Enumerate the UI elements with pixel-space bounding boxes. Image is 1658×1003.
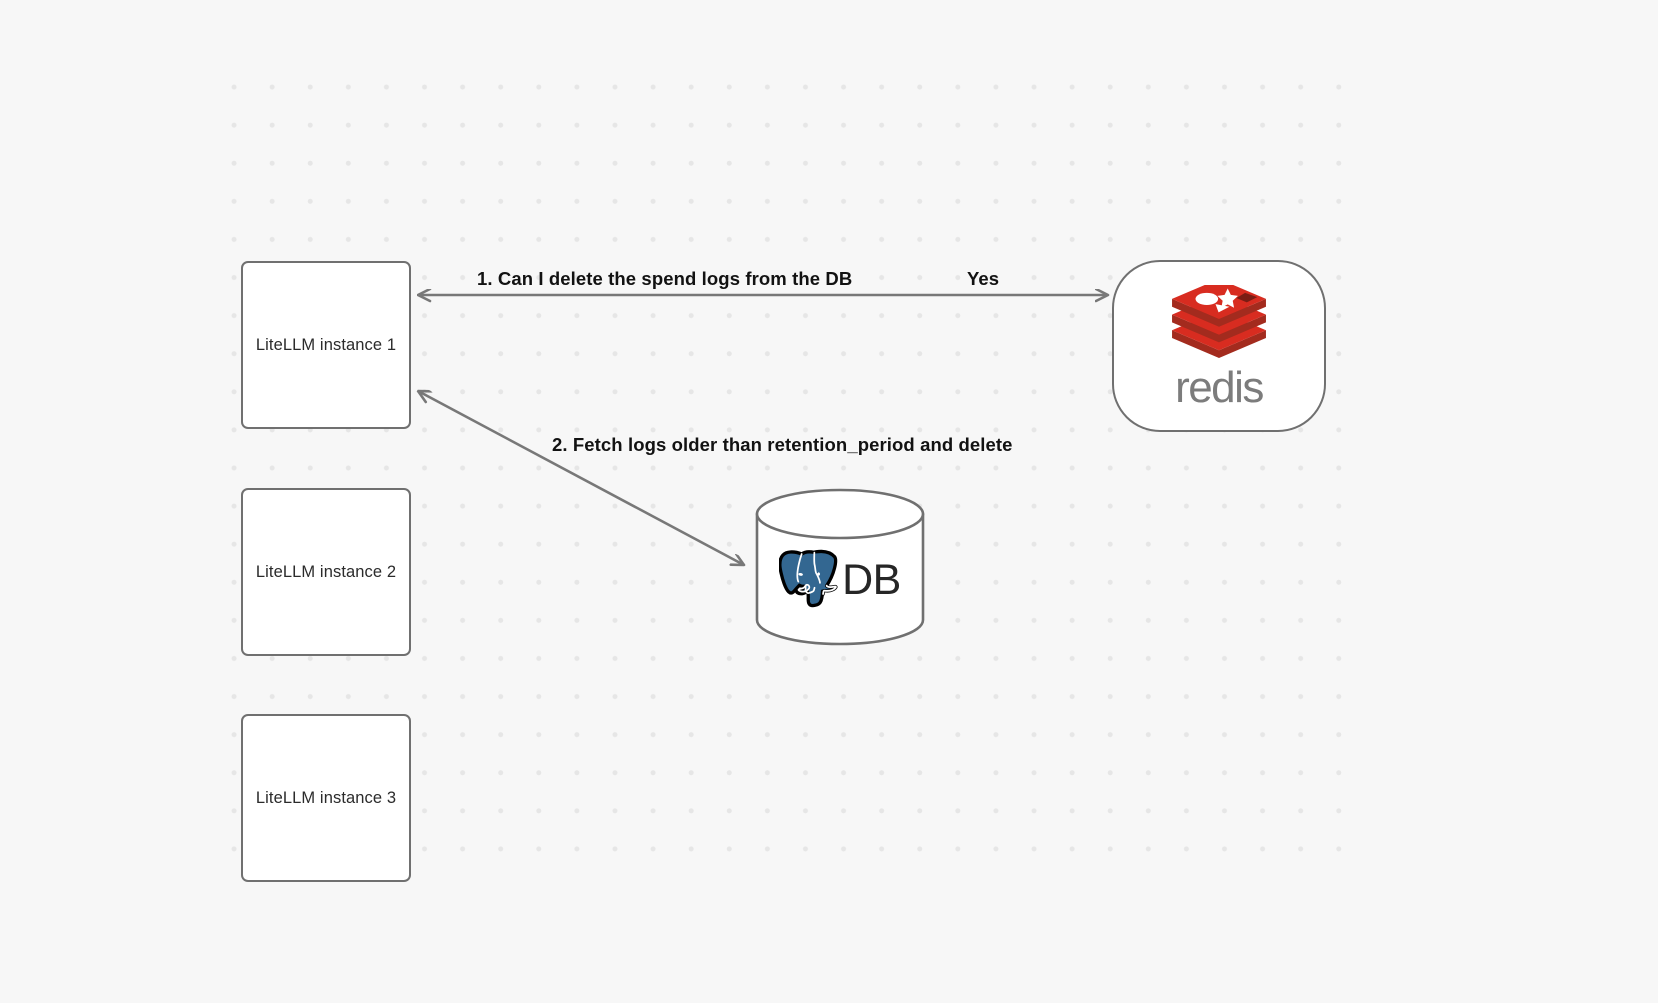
node-label: LiteLLM instance 3 — [255, 788, 397, 807]
edge-label-yes: Yes — [967, 268, 1000, 289]
node-litellm-instance-1[interactable]: LiteLLM instance 1 — [241, 261, 411, 429]
db-label: DB — [842, 555, 901, 604]
edge-label-1: 1. Can I delete the spend logs from the … — [477, 268, 853, 289]
postgresql-elephant-icon — [779, 549, 838, 608]
redis-logo-icon — [1172, 285, 1266, 359]
redis-wordmark: redis — [1175, 363, 1264, 413]
cylinder-shape — [755, 488, 925, 646]
node-redis[interactable]: redis — [1112, 260, 1326, 432]
node-postgres-db[interactable]: DB — [754, 487, 926, 647]
node-litellm-instance-2[interactable]: LiteLLM instance 2 — [241, 488, 411, 656]
node-label: LiteLLM instance 1 — [255, 335, 397, 354]
edge-label-2: 2. Fetch logs older than retention_perio… — [552, 434, 1013, 455]
node-label: LiteLLM instance 2 — [255, 562, 397, 581]
node-litellm-instance-3[interactable]: LiteLLM instance 3 — [241, 714, 411, 882]
edge-litellm1-db[interactable] — [418, 391, 744, 565]
